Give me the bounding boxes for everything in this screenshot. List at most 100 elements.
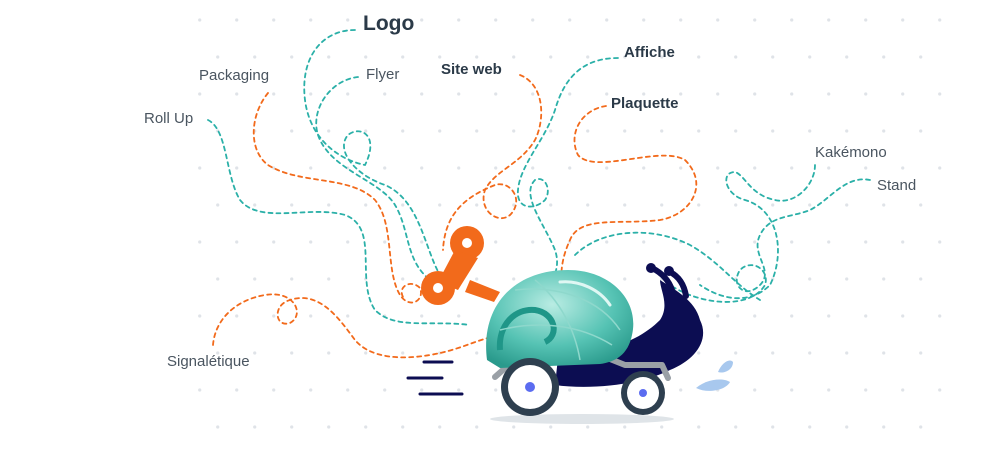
background-dot (438, 129, 442, 133)
background-dot (808, 425, 812, 429)
path-packaging (252, 92, 422, 304)
background-dot (586, 129, 590, 133)
background-dot (808, 129, 812, 133)
background-dots (198, 18, 942, 429)
background-dot (864, 166, 868, 170)
background-dot (549, 55, 553, 59)
background-dot (438, 203, 442, 207)
background-dot (309, 18, 313, 22)
background-dot (605, 388, 609, 392)
background-dot (790, 388, 794, 392)
background-dot (364, 351, 368, 355)
background-dot (716, 314, 720, 318)
background-dot (494, 166, 498, 170)
background-dot (790, 240, 794, 244)
speed-lines-icon (406, 360, 464, 396)
background-dot (253, 277, 257, 281)
background-dot (383, 18, 387, 22)
background-dot (734, 55, 738, 59)
background-dot (235, 314, 239, 318)
background-dot (901, 18, 905, 22)
background-dot (605, 166, 609, 170)
wind-up-key-icon (421, 226, 500, 305)
background-dot (253, 203, 257, 207)
background-dot (475, 203, 479, 207)
background-dot (309, 240, 313, 244)
background-dot (512, 203, 516, 207)
background-dot (845, 277, 849, 281)
background-dot (882, 129, 886, 133)
background-dot (697, 351, 701, 355)
background-dot (679, 18, 683, 22)
label-roll-up: Roll Up (144, 110, 194, 127)
label-affiche: Affiche (624, 44, 675, 61)
background-dot (697, 277, 701, 281)
background-dot (882, 55, 886, 59)
background-dot (716, 18, 720, 22)
background-dot (845, 55, 849, 59)
background-dot (475, 277, 479, 281)
background-dot (753, 314, 757, 318)
background-dot (494, 92, 498, 96)
background-dot (346, 92, 350, 96)
background-dot (327, 425, 331, 429)
background-dot (753, 240, 757, 244)
background-dot (864, 314, 868, 318)
background-dot (383, 166, 387, 170)
background-dot (309, 314, 313, 318)
background-dot (827, 240, 831, 244)
background-dot (235, 18, 239, 22)
background-dot (938, 18, 942, 22)
background-dot (938, 166, 942, 170)
background-dot (512, 129, 516, 133)
rear-wheel-icon (501, 358, 559, 416)
background-dot (790, 314, 794, 318)
background-dot (623, 277, 627, 281)
background-dot (882, 203, 886, 207)
background-dot (660, 425, 664, 429)
background-dot (716, 166, 720, 170)
background-dot (290, 425, 294, 429)
path-affiche (517, 57, 619, 286)
background-dot (531, 166, 535, 170)
background-dot (364, 425, 368, 429)
background-dot (771, 129, 775, 133)
background-dot (919, 203, 923, 207)
background-dot (272, 388, 276, 392)
background-dot (420, 92, 424, 96)
background-dot (346, 314, 350, 318)
background-dot (642, 314, 646, 318)
background-dot (216, 277, 220, 281)
background-dot (290, 351, 294, 355)
label-packaging: Packaging (199, 67, 270, 84)
background-dot (586, 203, 590, 207)
background-dot (827, 18, 831, 22)
background-dot (919, 55, 923, 59)
background-dot (716, 240, 720, 244)
background-dot (790, 18, 794, 22)
background-dot (438, 55, 442, 59)
background-dot (198, 166, 202, 170)
background-dot (327, 129, 331, 133)
background-dot (938, 240, 942, 244)
background-dot (235, 388, 239, 392)
path-logo (303, 29, 441, 276)
background-dot (938, 92, 942, 96)
background-dot (660, 203, 664, 207)
background-dot (586, 425, 590, 429)
background-dot (623, 55, 627, 59)
background-dot (327, 277, 331, 281)
background-dot (494, 240, 498, 244)
background-dot (475, 55, 479, 59)
background-dot (235, 92, 239, 96)
background-dot (401, 203, 405, 207)
background-dot (216, 351, 220, 355)
background-dot (753, 92, 757, 96)
background-dot (272, 18, 276, 22)
background-dot (401, 351, 405, 355)
background-dot (216, 203, 220, 207)
background-dot (253, 55, 257, 59)
path-stand (669, 178, 871, 303)
dashed-paths (207, 29, 871, 359)
background-dot (475, 129, 479, 133)
